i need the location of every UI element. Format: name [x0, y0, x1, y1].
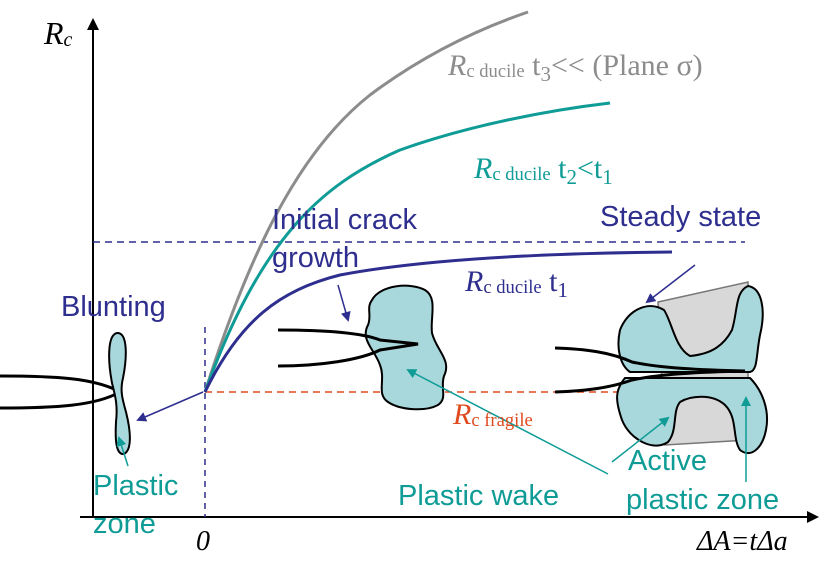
blunt-plastic-zone: [108, 332, 131, 455]
plastic-zone-label-line1: Plastic: [93, 470, 179, 502]
initial-crack-label-line2: growth: [272, 242, 360, 274]
curve-navy-t1: [203, 250, 673, 393]
plastic-wake-label: Plastic wake: [398, 480, 560, 512]
active-zone-label-line2: plastic zone: [626, 484, 780, 516]
plastic-zone-arrow: [116, 436, 129, 467]
curve-label-t1: Rc ducile t1: [465, 265, 569, 302]
blunting-arrow: [136, 391, 204, 422]
active-zone-arrow-1: [611, 416, 670, 463]
growth-crack-shape: [277, 328, 419, 368]
blunt-crack-shape: [0, 374, 124, 410]
plastic-wake-arrow: [406, 369, 609, 475]
origin-label: 0: [196, 526, 210, 557]
growth-plastic-zone: [364, 284, 448, 411]
curve-label-t3: Rc ducile t3<< (Plane σ): [448, 49, 703, 86]
x-axis-label: ΔA=tΔa: [697, 526, 788, 557]
steady-lower-zone: [616, 377, 768, 455]
y-axis-label: Rc: [44, 15, 73, 52]
curve-label-t2: Rc ducile t2<t1: [474, 152, 613, 189]
active-zone-label-line1: Active: [628, 445, 707, 477]
steady-upper-zone: [617, 284, 764, 373]
plastic-zone-label-line2: zone: [93, 508, 156, 540]
curve-teal-t2: [203, 101, 611, 393]
steady-state-arrow: [645, 264, 696, 304]
initial-growth-arrow: [337, 284, 351, 322]
curve-grey-t3: [203, 10, 529, 393]
steady-state-label: Steady state: [600, 201, 762, 233]
steady-crack-shape: [554, 346, 746, 394]
initial-crack-label-line1: Initial crack: [272, 204, 418, 236]
curve-label-fragile: Rc fragile: [453, 398, 533, 432]
blunting-label: Blunting: [61, 291, 166, 323]
